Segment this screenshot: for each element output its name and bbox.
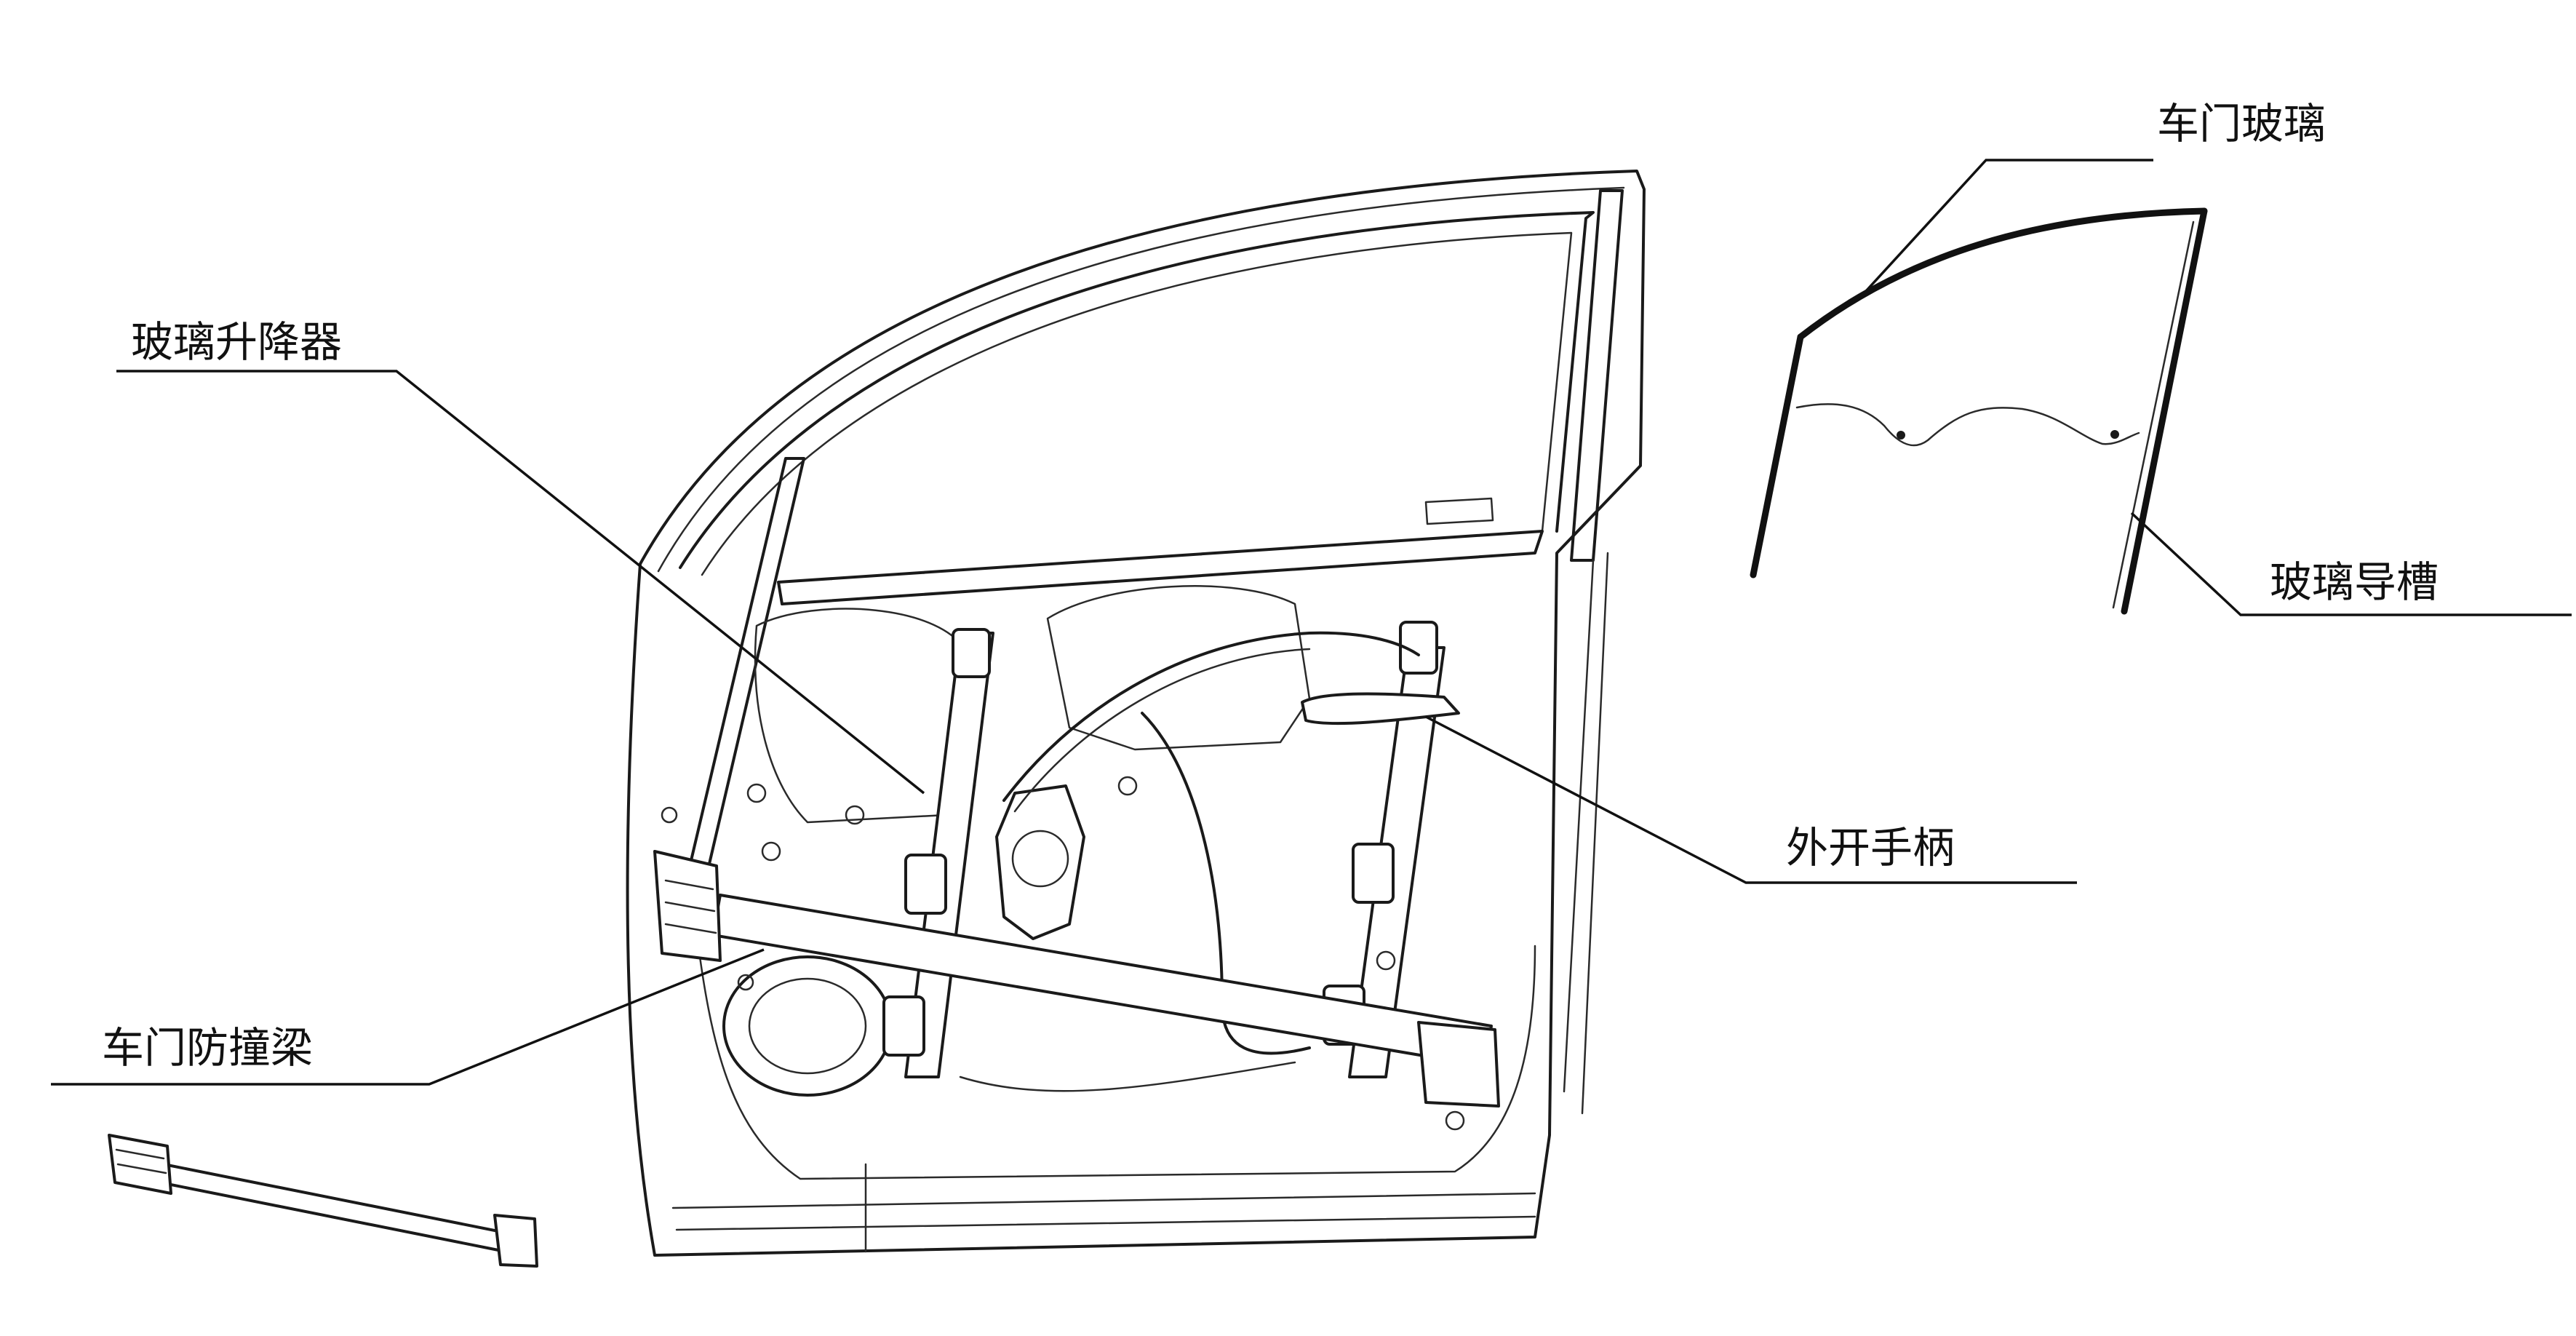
label-glass-run-channel: 玻璃导槽: [2270, 557, 2439, 607]
door-rear-pillar: [1570, 189, 1624, 562]
impact-beam-separate: [108, 1134, 538, 1268]
regulator-cable-3: [1141, 712, 1311, 1055]
impact-beam-bracket-ribs: [664, 879, 717, 934]
speaker-inner: [748, 977, 867, 1075]
label-door-glass: 车门玻璃: [2157, 99, 2326, 148]
door-window-sash-inner: [701, 231, 1573, 576]
door-glass-lower-edge: [1795, 403, 2140, 447]
regulator-clamp-1: [952, 628, 991, 678]
leader-lines: [51, 159, 2572, 1086]
impact-beam-end-ribs: [115, 1148, 167, 1174]
door-glass-assembly: [1750, 207, 2208, 615]
door-outer-shell: [626, 170, 1646, 1257]
door-lower-panel: [697, 945, 1536, 1180]
label-window-regulator: 玻璃升降器: [131, 317, 342, 367]
outside-handle-part: [1301, 692, 1460, 725]
mirror-patch: [1424, 497, 1494, 525]
door-fasteners: [661, 776, 1465, 1131]
door-rear-edge: [1563, 552, 1609, 1115]
regulator-clamp-5: [1352, 843, 1395, 904]
impact-beam-end-bracket-left: [108, 1134, 172, 1195]
regulator-cable-2: [1013, 648, 1311, 813]
regulator-motor-gear: [1011, 830, 1069, 888]
door-window-sash: [679, 211, 1595, 569]
regulator-motor: [995, 784, 1085, 940]
regulator-cable-4: [959, 1061, 1296, 1092]
glass-run-channel-rear: [2121, 207, 2208, 615]
leader-door-glass: [1865, 159, 2153, 293]
door-glass-hole-1: [1897, 431, 1905, 440]
door-belt-line: [777, 530, 1544, 605]
door-inner-panel-right: [1046, 585, 1311, 751]
glass-run-channel-rear-inner: [2112, 220, 2195, 609]
callout-labels: 车门玻璃 玻璃升降器 玻璃导槽 外开手柄 车门防撞梁: [102, 99, 2439, 1073]
impact-beam-rear-bracket: [1417, 1021, 1500, 1108]
label-door-impact-beam: 车门防撞梁: [102, 1023, 313, 1073]
glass-run-channel-front: [1750, 333, 1804, 578]
door-glass-hole-2: [2110, 430, 2119, 439]
label-outside-handle: 外开手柄: [1786, 823, 1955, 872]
front-glass-channel: [682, 457, 805, 896]
impact-beam-end-bracket-right: [493, 1214, 538, 1268]
leader-door-impact-beam: [51, 948, 765, 1086]
leader-outside-handle: [1425, 715, 2077, 884]
impact-beam-bar: [159, 1163, 511, 1253]
regulator-clamp-3: [882, 995, 925, 1057]
door-inner-frame: [657, 186, 1625, 573]
door-glass-top-edge: [1797, 207, 2208, 341]
leader-glass-run-channel: [2130, 512, 2572, 616]
leader-window-regulator: [116, 370, 925, 795]
regulator-clamp-2: [904, 854, 947, 915]
regulator-cable-1: [1002, 631, 1420, 802]
door-bottom-flange: [671, 1192, 1536, 1231]
door-assembly: [626, 170, 1646, 1257]
regulator-clamp-4: [1399, 621, 1438, 675]
